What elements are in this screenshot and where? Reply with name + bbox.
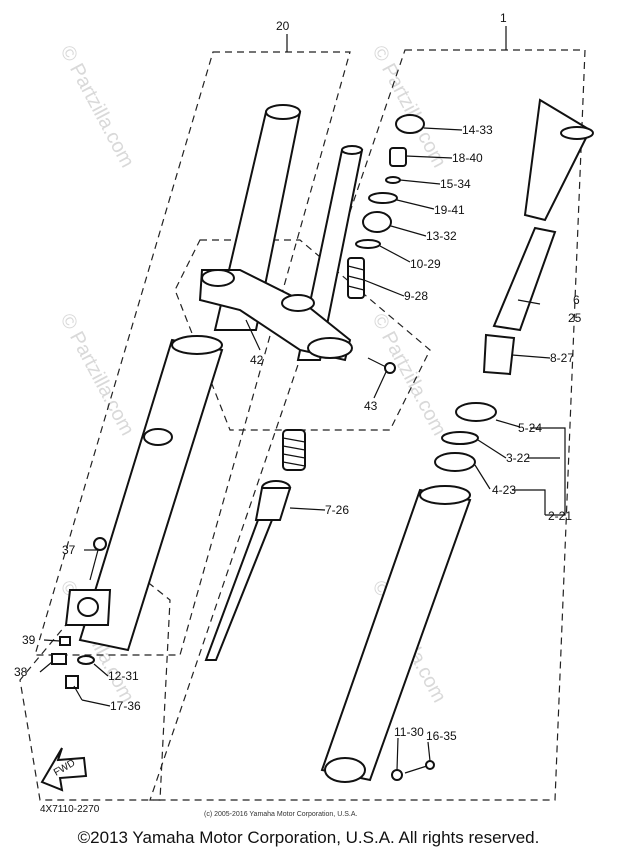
label-1: 1 bbox=[500, 11, 507, 25]
washer-11-30 bbox=[391, 769, 403, 781]
washer-3-22 bbox=[441, 431, 479, 445]
copyright-footer: ©2013 Yamaha Motor Corporation, U.S.A. A… bbox=[77, 828, 540, 847]
assembly-1-outline bbox=[149, 49, 586, 801]
right-outer-slider bbox=[320, 485, 472, 783]
steering-stem bbox=[296, 145, 364, 361]
label-42: 42 bbox=[250, 353, 264, 367]
right-inner-tube bbox=[492, 98, 594, 332]
assembly-20-outline bbox=[34, 51, 351, 656]
left-axle-clamp bbox=[64, 589, 112, 626]
seal-5-24 bbox=[455, 402, 497, 422]
watermark: © Partzilla.com bbox=[56, 310, 139, 439]
label-17-36: 17-36 bbox=[110, 699, 141, 713]
label-10-29: 10-29 bbox=[410, 257, 441, 271]
label-8-27: 8-27 bbox=[550, 351, 574, 365]
washer-12-31 bbox=[77, 655, 95, 665]
o-ring-10-29 bbox=[355, 239, 381, 249]
lower-fork-outline bbox=[19, 559, 171, 801]
label-19-41: 19-41 bbox=[434, 203, 465, 217]
label-25: 25 bbox=[568, 311, 582, 325]
left-outer-slider bbox=[78, 335, 224, 652]
fitting-18-40 bbox=[389, 147, 407, 167]
o-ring-15-34 bbox=[385, 176, 401, 184]
label-20: 20 bbox=[276, 19, 290, 33]
fork-spring bbox=[282, 429, 306, 471]
label-11-30: 11-30 bbox=[394, 725, 424, 739]
under-bracket bbox=[198, 269, 353, 362]
bolt-16-35 bbox=[404, 760, 435, 774]
nut-39 bbox=[59, 636, 71, 646]
label-38: 38 bbox=[14, 665, 28, 679]
watermark: © Partzilla.com bbox=[368, 42, 451, 171]
label-4-23: 4-23 bbox=[492, 483, 516, 497]
nut-38 bbox=[51, 653, 67, 665]
label-16-35: 16-35 bbox=[426, 729, 457, 743]
label-37: 37 bbox=[62, 543, 76, 557]
fine-copyright: (c) 2005-2016 Yamaha Motor Corporation, … bbox=[204, 811, 357, 818]
callout-labels: 20 1 14-33 18-40 15-34 19-41 13-32 10-29… bbox=[14, 11, 582, 743]
label-15-34: 15-34 bbox=[440, 177, 471, 191]
label-18-40: 18-40 bbox=[452, 151, 483, 165]
label-9-28: 9-28 bbox=[404, 289, 428, 303]
fwd-arrow-icon: FWD bbox=[40, 747, 88, 792]
cap-13-32 bbox=[362, 211, 392, 233]
bracket-outline bbox=[174, 239, 431, 431]
damper-rod bbox=[204, 480, 292, 661]
leader-lines bbox=[39, 127, 566, 771]
seal-19-41 bbox=[368, 192, 398, 204]
label-2-21: 2-21 bbox=[548, 509, 572, 523]
bolt-37 bbox=[89, 537, 107, 581]
label-5-24: 5-24 bbox=[518, 421, 542, 435]
label-6: 6 bbox=[573, 293, 580, 307]
label-12-31: 12-31 bbox=[108, 669, 139, 683]
bolt-43 bbox=[367, 357, 396, 374]
watermark: © Partzilla.com bbox=[56, 42, 139, 171]
label-43: 43 bbox=[364, 399, 378, 413]
diagram-code: 4X7110-2270 bbox=[40, 804, 100, 815]
spring-9-28 bbox=[347, 257, 365, 299]
bolt-17-36 bbox=[65, 675, 83, 701]
label-13-32: 13-32 bbox=[426, 229, 457, 243]
cap-14-33 bbox=[395, 114, 425, 134]
label-7-26: 7-26 bbox=[325, 503, 349, 517]
label-14-33: 14-33 bbox=[462, 123, 493, 137]
seal-4-23 bbox=[434, 452, 476, 472]
label-39: 39 bbox=[22, 633, 36, 647]
spacer-8-27 bbox=[482, 333, 516, 376]
label-3-22: 3-22 bbox=[506, 451, 530, 465]
watermark: © Partzilla.com bbox=[368, 310, 451, 439]
